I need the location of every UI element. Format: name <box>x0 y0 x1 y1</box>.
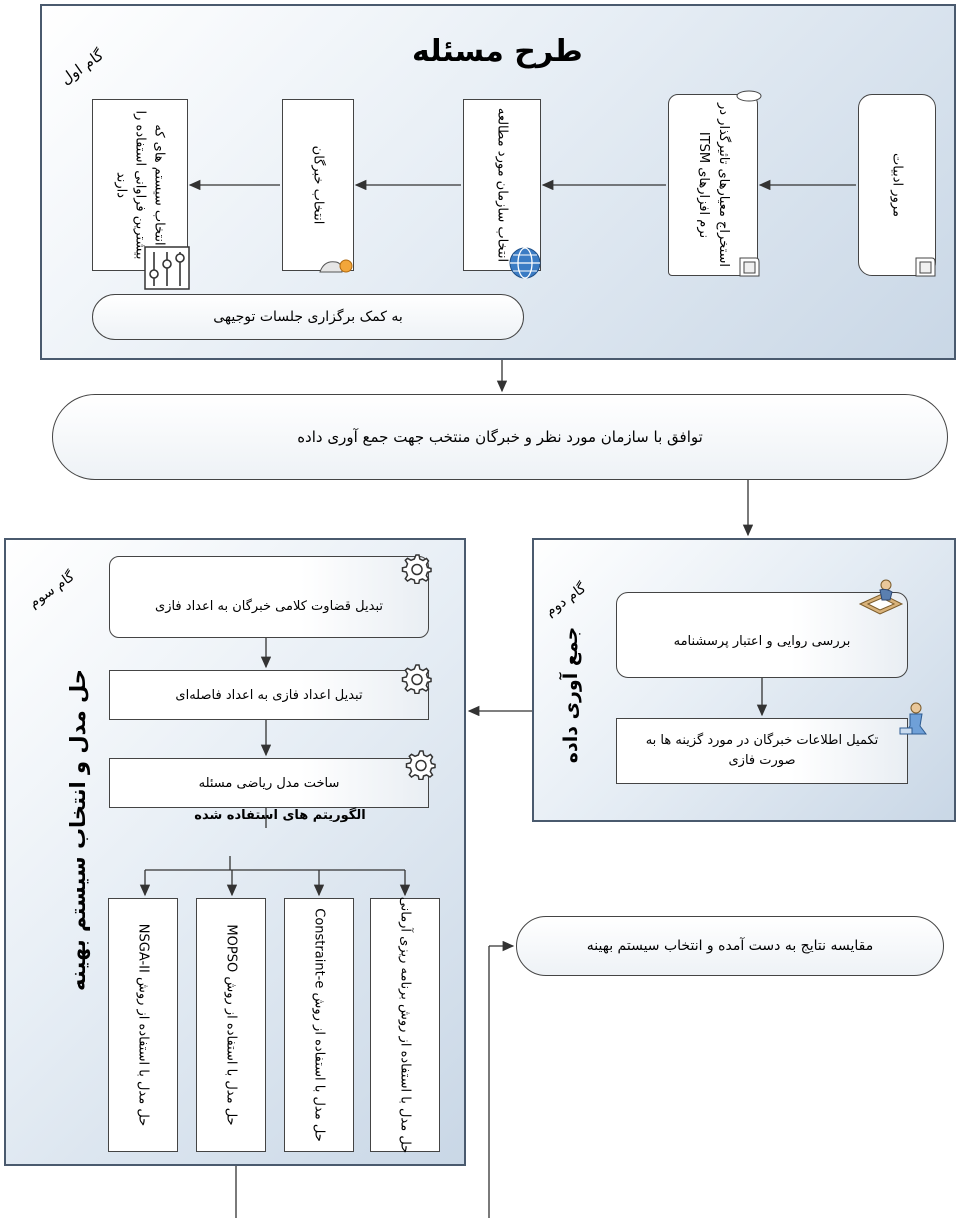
gear-icon <box>401 664 432 694</box>
algorithm-nsga2-box[interactable]: حل مدل با استفاده از روش NSGA-II <box>108 898 178 1152</box>
step1-title: طرح مسئله <box>412 34 583 69</box>
questionnaire-validity-box[interactable]: بررسی روایی و اعتبار پرسشنامه <box>616 592 908 678</box>
math-model-box[interactable]: ساخت مدل ریاضی مسئله <box>109 758 429 808</box>
briefing-sessions-pill[interactable]: به کمک برگزاری جلسات توجیهی <box>92 294 524 340</box>
linguistic-to-fuzzy-box[interactable]: تبدیل قضاوت کلامی خبرگان به اعداد فازی <box>109 556 429 638</box>
fuzzy-to-interval-box[interactable]: تبدیل اعداد فازی به اعداد فاصله‌ای <box>109 670 429 720</box>
reading-person-icon <box>858 579 904 615</box>
criteria-extraction-box[interactable]: استخراج معیارهای تاثیرگذار در نرم افزاره… <box>668 94 758 276</box>
algorithms-label: الگوریتم های استفاده شده <box>194 808 366 823</box>
algorithm-mopso-box[interactable]: حل مدل با استفاده از روش MOPSO <box>196 898 266 1152</box>
globe-icon <box>509 247 541 279</box>
select-systems-box[interactable]: انتخاب سیستم های که بیشترین فراوانی استف… <box>92 99 188 271</box>
compare-results-pill[interactable]: مقایسه نتایج به دست آمده و انتخاب سیستم … <box>516 916 944 976</box>
algorithm-goal-programming-box[interactable]: حل مدل با استفاده از روش برنامه ریزی آرم… <box>370 897 440 1153</box>
select-organization-box[interactable]: انتخاب سازمان مورد مطالعه <box>463 99 541 271</box>
sitting-person-icon <box>899 702 927 735</box>
scroll-icon <box>736 90 762 102</box>
algorithm-constraint-box[interactable]: حل مدل با استفاده از روش Constraint-e <box>284 898 354 1152</box>
select-experts-box[interactable]: انتخاب خبرگان <box>282 99 354 271</box>
agreement-pill[interactable]: توافق با سازمان مورد نظر و خبرگان منتخب … <box>52 394 948 480</box>
expert-data-box[interactable]: تکمیل اطلاعات خبرگان در مورد گزینه ها به… <box>616 718 908 784</box>
person-icon <box>319 259 353 273</box>
literature-review-box[interactable]: مرور ادبیات <box>858 94 936 276</box>
scroll-icon <box>739 257 760 277</box>
gear-icon <box>401 554 432 584</box>
gear-icon <box>405 750 436 780</box>
scroll-icon <box>915 257 936 277</box>
sliders-icon <box>144 246 190 290</box>
